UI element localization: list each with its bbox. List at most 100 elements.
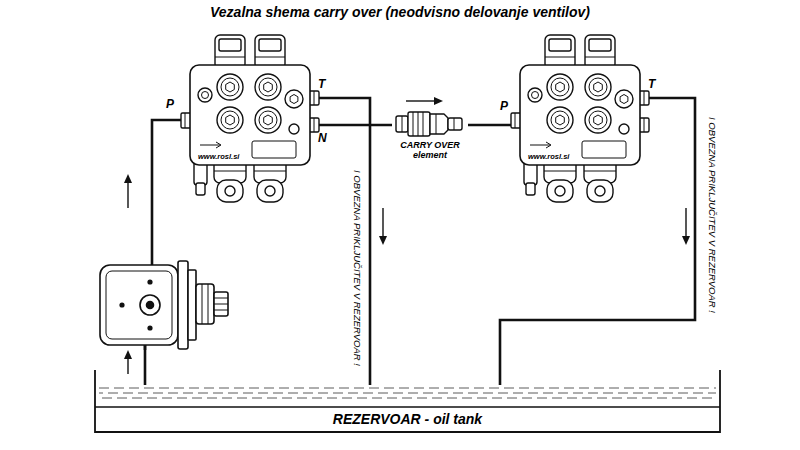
node-outline bbox=[190, 65, 310, 165]
port-plug bbox=[226, 115, 235, 125]
gear-pump bbox=[188, 270, 196, 340]
spool-end bbox=[255, 35, 285, 69]
gear-pump bbox=[214, 298, 228, 299]
thread-end bbox=[448, 118, 462, 130]
gear-pump bbox=[178, 261, 188, 349]
carry-over-drawing bbox=[396, 112, 462, 136]
port-name: P bbox=[500, 100, 508, 113]
valve-drawing bbox=[511, 35, 649, 202]
port-plug bbox=[290, 95, 298, 104]
gear-pump bbox=[147, 302, 154, 309]
node-outline bbox=[520, 65, 640, 165]
flow-arrow bbox=[127, 357, 128, 374]
name-plate bbox=[252, 141, 296, 158]
gear-pump bbox=[214, 310, 228, 311]
port-plug bbox=[217, 74, 243, 100]
port-plug bbox=[259, 111, 277, 129]
port-plug bbox=[255, 107, 281, 133]
port-plug bbox=[255, 74, 281, 100]
hydraulic-pipe bbox=[310, 124, 392, 127]
hose-end bbox=[396, 116, 408, 132]
valve-drawing bbox=[181, 35, 319, 202]
gear-pump bbox=[196, 284, 214, 324]
tank-wall bbox=[95, 370, 720, 432]
spool-line bbox=[214, 171, 246, 172]
port-name: T bbox=[648, 78, 655, 91]
port-fitting bbox=[314, 91, 315, 105]
gear-pump bbox=[119, 302, 124, 307]
relief-fitting bbox=[526, 183, 535, 195]
gear-pump bbox=[106, 271, 172, 339]
spool-cap bbox=[217, 180, 243, 202]
spool-end bbox=[589, 39, 611, 51]
spool-bolt bbox=[265, 186, 275, 196]
flow-arrow bbox=[124, 174, 132, 183]
spool-bolt bbox=[595, 186, 605, 196]
warning-note: I OBVEZNA PRIKLJUČITEV V REZERVOAR ! bbox=[707, 117, 717, 313]
coupling-rib bbox=[418, 112, 419, 136]
port-plug bbox=[619, 124, 629, 134]
maker-mark: www.rosl.si bbox=[528, 152, 569, 161]
spool-cap bbox=[257, 180, 283, 202]
port-plug bbox=[551, 111, 569, 129]
coupling-rib bbox=[413, 112, 414, 136]
gear-pump bbox=[214, 292, 228, 316]
port-name: T bbox=[318, 78, 325, 91]
gear-pump bbox=[147, 279, 152, 284]
hose-end bbox=[402, 116, 403, 132]
coupling-body bbox=[408, 112, 430, 136]
port-plug bbox=[547, 74, 573, 100]
gear-pump bbox=[140, 295, 160, 315]
spool-line bbox=[215, 57, 245, 58]
control-valve: www.rosl.si bbox=[190, 65, 310, 165]
spool-line bbox=[585, 57, 615, 58]
port-plug bbox=[594, 115, 603, 125]
port-plug bbox=[202, 92, 209, 99]
spool-line bbox=[255, 57, 285, 58]
port-fitting bbox=[314, 118, 315, 132]
spool-end bbox=[215, 35, 245, 69]
spool-line bbox=[254, 171, 286, 172]
port-plug bbox=[556, 115, 565, 125]
gear-pump bbox=[147, 325, 152, 330]
port-plug bbox=[221, 78, 239, 96]
flow-arrow bbox=[406, 100, 436, 101]
flow-arrow bbox=[379, 236, 387, 245]
hex-nut bbox=[430, 114, 448, 134]
control-valve: www.rosl.si bbox=[520, 65, 640, 165]
port-plug bbox=[264, 82, 273, 92]
port-plug bbox=[547, 107, 573, 133]
tank-drawing bbox=[95, 370, 720, 432]
oil-tank: REZERVOAR - oil tank bbox=[95, 385, 720, 432]
flow-arrow bbox=[127, 181, 128, 208]
tank-band bbox=[95, 406, 720, 407]
port-plug bbox=[594, 82, 603, 92]
spool-end bbox=[259, 39, 281, 51]
port-plug bbox=[259, 78, 277, 96]
port-plug bbox=[620, 95, 628, 104]
port-plug bbox=[226, 82, 235, 92]
port-plug bbox=[289, 124, 299, 134]
port-plug bbox=[585, 107, 611, 133]
spool-line bbox=[545, 57, 575, 58]
spool-bolt bbox=[555, 186, 565, 196]
flow-arrow bbox=[685, 208, 686, 238]
gear-pump bbox=[100, 261, 228, 350]
flow-arrow-mark bbox=[530, 142, 551, 148]
port-plug bbox=[615, 90, 633, 108]
flow-arrow bbox=[124, 350, 132, 359]
port-fitting bbox=[185, 113, 186, 128]
maker-mark: www.rosl.si bbox=[198, 152, 239, 161]
oil-surface bbox=[99, 393, 716, 394]
warning-note: I OBVEZNA PRIKLJUČITEV V REZERVOAR ! bbox=[352, 170, 362, 366]
relief-fitting bbox=[196, 183, 205, 195]
port-plug bbox=[551, 78, 569, 96]
spool-end bbox=[585, 35, 615, 69]
oil-surface bbox=[99, 398, 716, 399]
tank-name: REZERVOAR - oil tank bbox=[333, 411, 482, 428]
spool-end bbox=[549, 39, 571, 51]
thread-end bbox=[454, 118, 455, 130]
port-plug bbox=[217, 107, 243, 133]
